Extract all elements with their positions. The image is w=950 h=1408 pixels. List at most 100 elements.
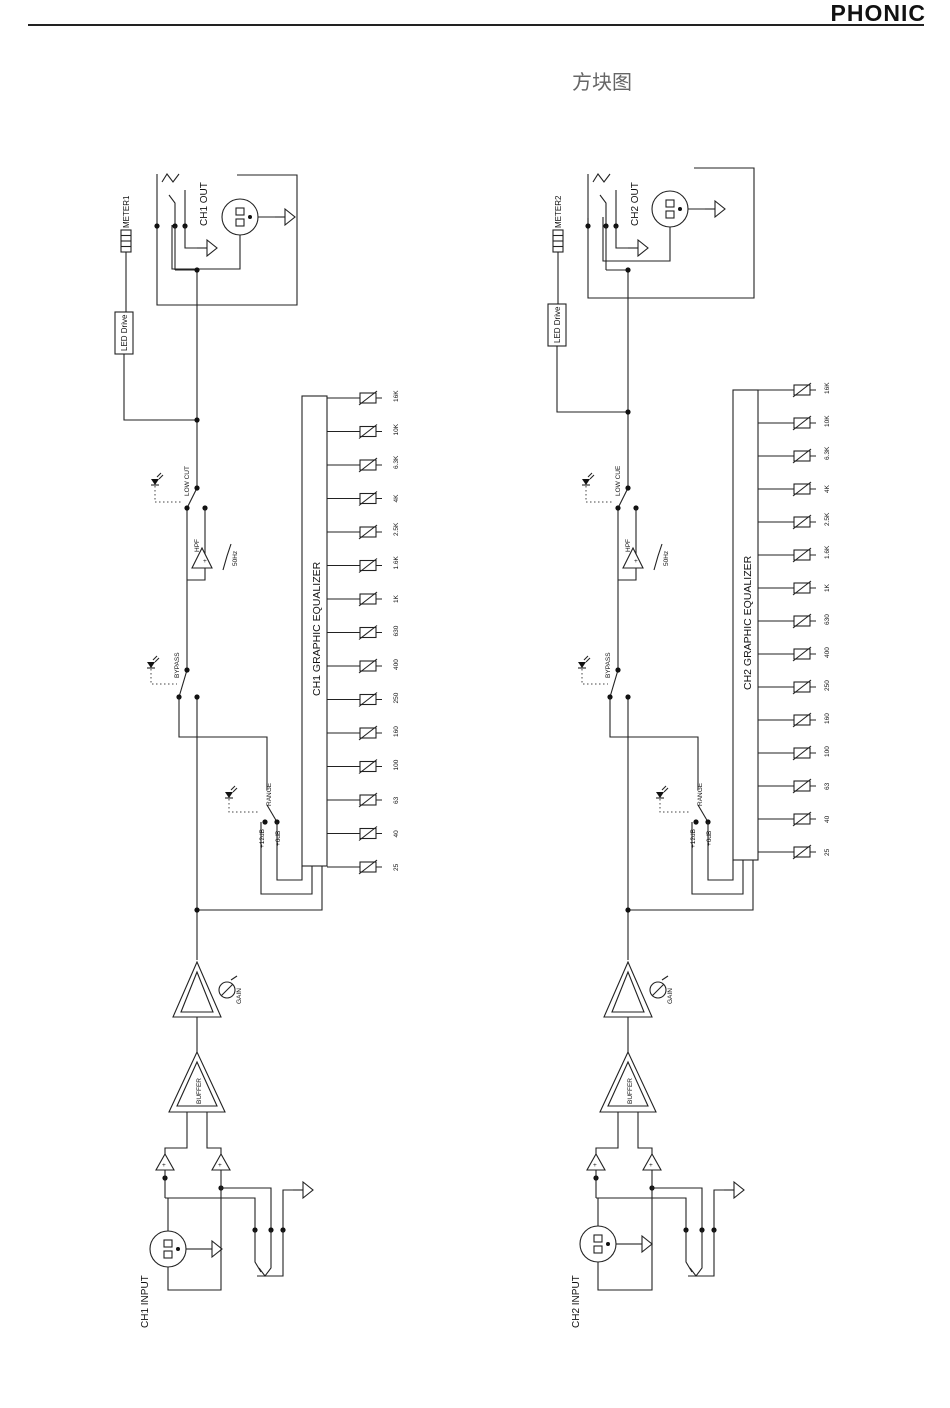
range-option-12db: +12dB	[259, 829, 266, 848]
eq-label: CH2 GRAPHIC EQUALIZER	[742, 555, 754, 690]
wire	[596, 1197, 599, 1226]
wire	[358, 457, 378, 473]
gain-amplifier-inner	[180, 970, 214, 1013]
wire	[358, 859, 378, 875]
led-icon	[151, 472, 164, 486]
wire	[154, 657, 160, 663]
hpf-amplifier	[191, 546, 213, 569]
buffer-amplifier-inner	[176, 1060, 218, 1107]
led-diode	[225, 792, 233, 798]
hpf-freq-label: 50Hz	[232, 551, 239, 566]
eq-block	[301, 395, 328, 867]
wire	[358, 390, 378, 406]
wire	[276, 822, 303, 881]
led-icon	[225, 785, 238, 799]
wire	[792, 547, 812, 563]
ground-triangle	[637, 238, 649, 258]
xlr-pin	[665, 199, 675, 208]
buffer-label: BUFFER	[627, 1078, 634, 1104]
wire	[158, 474, 164, 480]
wire	[792, 514, 812, 530]
wire	[663, 787, 669, 793]
wire	[257, 1230, 284, 1277]
ground-triangle	[302, 1180, 314, 1200]
xlr-pin	[235, 218, 245, 227]
output-frame	[587, 167, 755, 299]
eq-band-slider-25	[354, 859, 382, 875]
bypass-led-link	[150, 669, 177, 685]
led-diode	[578, 662, 586, 668]
ground-triangle	[206, 238, 218, 258]
wire	[156, 472, 162, 478]
eq-band-slider-4K	[354, 491, 382, 506]
led-drive-label: LED Drive	[553, 306, 562, 343]
output-xlr-icon	[651, 190, 689, 228]
xlr-pin	[176, 1247, 180, 1251]
input-jack-icon	[685, 1230, 693, 1273]
wire	[792, 679, 812, 695]
wire	[358, 625, 378, 640]
eq-band-slider-250	[788, 679, 816, 695]
hpf-amplifier	[622, 546, 644, 569]
eq-band-label-400: 400	[393, 659, 400, 670]
ground-triangle	[733, 1180, 745, 1200]
led-icon	[578, 655, 591, 669]
eq-band-label-16K: 16K	[393, 390, 400, 402]
eq-band-slider-16K	[354, 390, 382, 406]
wire	[628, 860, 754, 911]
input-xlr-icon	[149, 1230, 187, 1268]
gain-knob-icon	[218, 975, 238, 999]
hpf-curve-icon	[653, 543, 663, 571]
wire	[358, 692, 378, 707]
ground-icon	[632, 1234, 653, 1254]
wire	[358, 725, 378, 741]
eq-band-label-1K: 1K	[393, 594, 400, 603]
hpf-plus: +	[634, 558, 638, 565]
xlr-body	[221, 198, 259, 236]
eq-band-label-100: 100	[824, 746, 831, 757]
wire	[792, 415, 812, 431]
range-switch	[697, 804, 709, 823]
eq-band-label-2.5K: 2.5K	[393, 522, 400, 536]
xlr-pin	[248, 215, 252, 219]
eq-band-label-25: 25	[393, 863, 400, 871]
eq-band-slider-630	[354, 625, 382, 640]
wire	[152, 655, 158, 661]
eq-band-slider-1K	[788, 580, 816, 596]
wire	[358, 826, 378, 841]
hpf-freq-label: 50Hz	[663, 551, 670, 566]
low-cut-label: LOW CUT	[184, 466, 191, 496]
gain-label: GAIN	[667, 988, 674, 1004]
range-label: RANGE	[266, 782, 273, 806]
wire	[230, 785, 236, 791]
wire	[232, 787, 238, 793]
wire	[358, 658, 378, 674]
range-option-6db: +6dB	[275, 831, 282, 846]
wire	[358, 524, 378, 540]
junction-dot	[625, 267, 631, 273]
ground-icon	[202, 1239, 223, 1259]
range-led-link	[228, 799, 259, 813]
xlr-body	[651, 190, 689, 228]
wire	[587, 472, 593, 478]
eq-band-slider-16K	[788, 382, 816, 398]
wire	[583, 655, 589, 661]
range-led-link	[659, 799, 690, 813]
eq-band-slider-400	[788, 646, 816, 662]
ground-icon	[705, 199, 726, 219]
eq-band-label-63: 63	[393, 796, 400, 804]
eq-band-slider-2.5K	[354, 524, 382, 540]
eq-band-slider-10K	[788, 415, 816, 431]
bypass-led-link	[581, 669, 608, 685]
wire	[792, 613, 812, 629]
wire	[230, 975, 238, 981]
led-icon	[147, 655, 160, 669]
eq-band-label-25: 25	[824, 848, 831, 856]
wire	[618, 508, 637, 581]
wire	[615, 226, 628, 249]
low-cut-switch	[186, 487, 198, 509]
eq-band-label-1.6K: 1.6K	[824, 545, 831, 559]
wire	[260, 822, 313, 895]
